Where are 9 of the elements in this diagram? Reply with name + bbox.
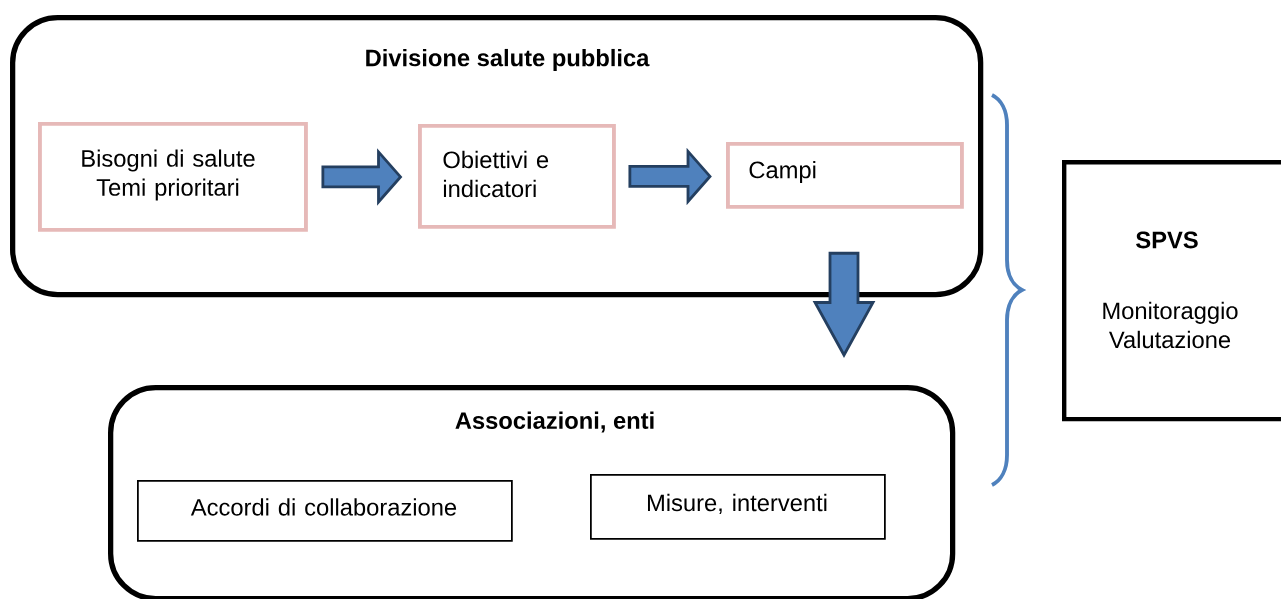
- block-arrow: [628, 147, 712, 206]
- process-box: Misure, interventi: [590, 474, 886, 540]
- process-box: Obiettivi e indicatori: [418, 124, 616, 229]
- info-box: SPVS Monitoraggio Valutazione: [1062, 160, 1281, 422]
- block-arrow: [321, 148, 403, 206]
- block-arrow: [812, 251, 876, 358]
- process-box: Campi: [726, 142, 964, 209]
- process-box: Accordi di collaborazione: [137, 480, 513, 542]
- process-box: Bisogni di salute Temi prioritari: [38, 122, 308, 232]
